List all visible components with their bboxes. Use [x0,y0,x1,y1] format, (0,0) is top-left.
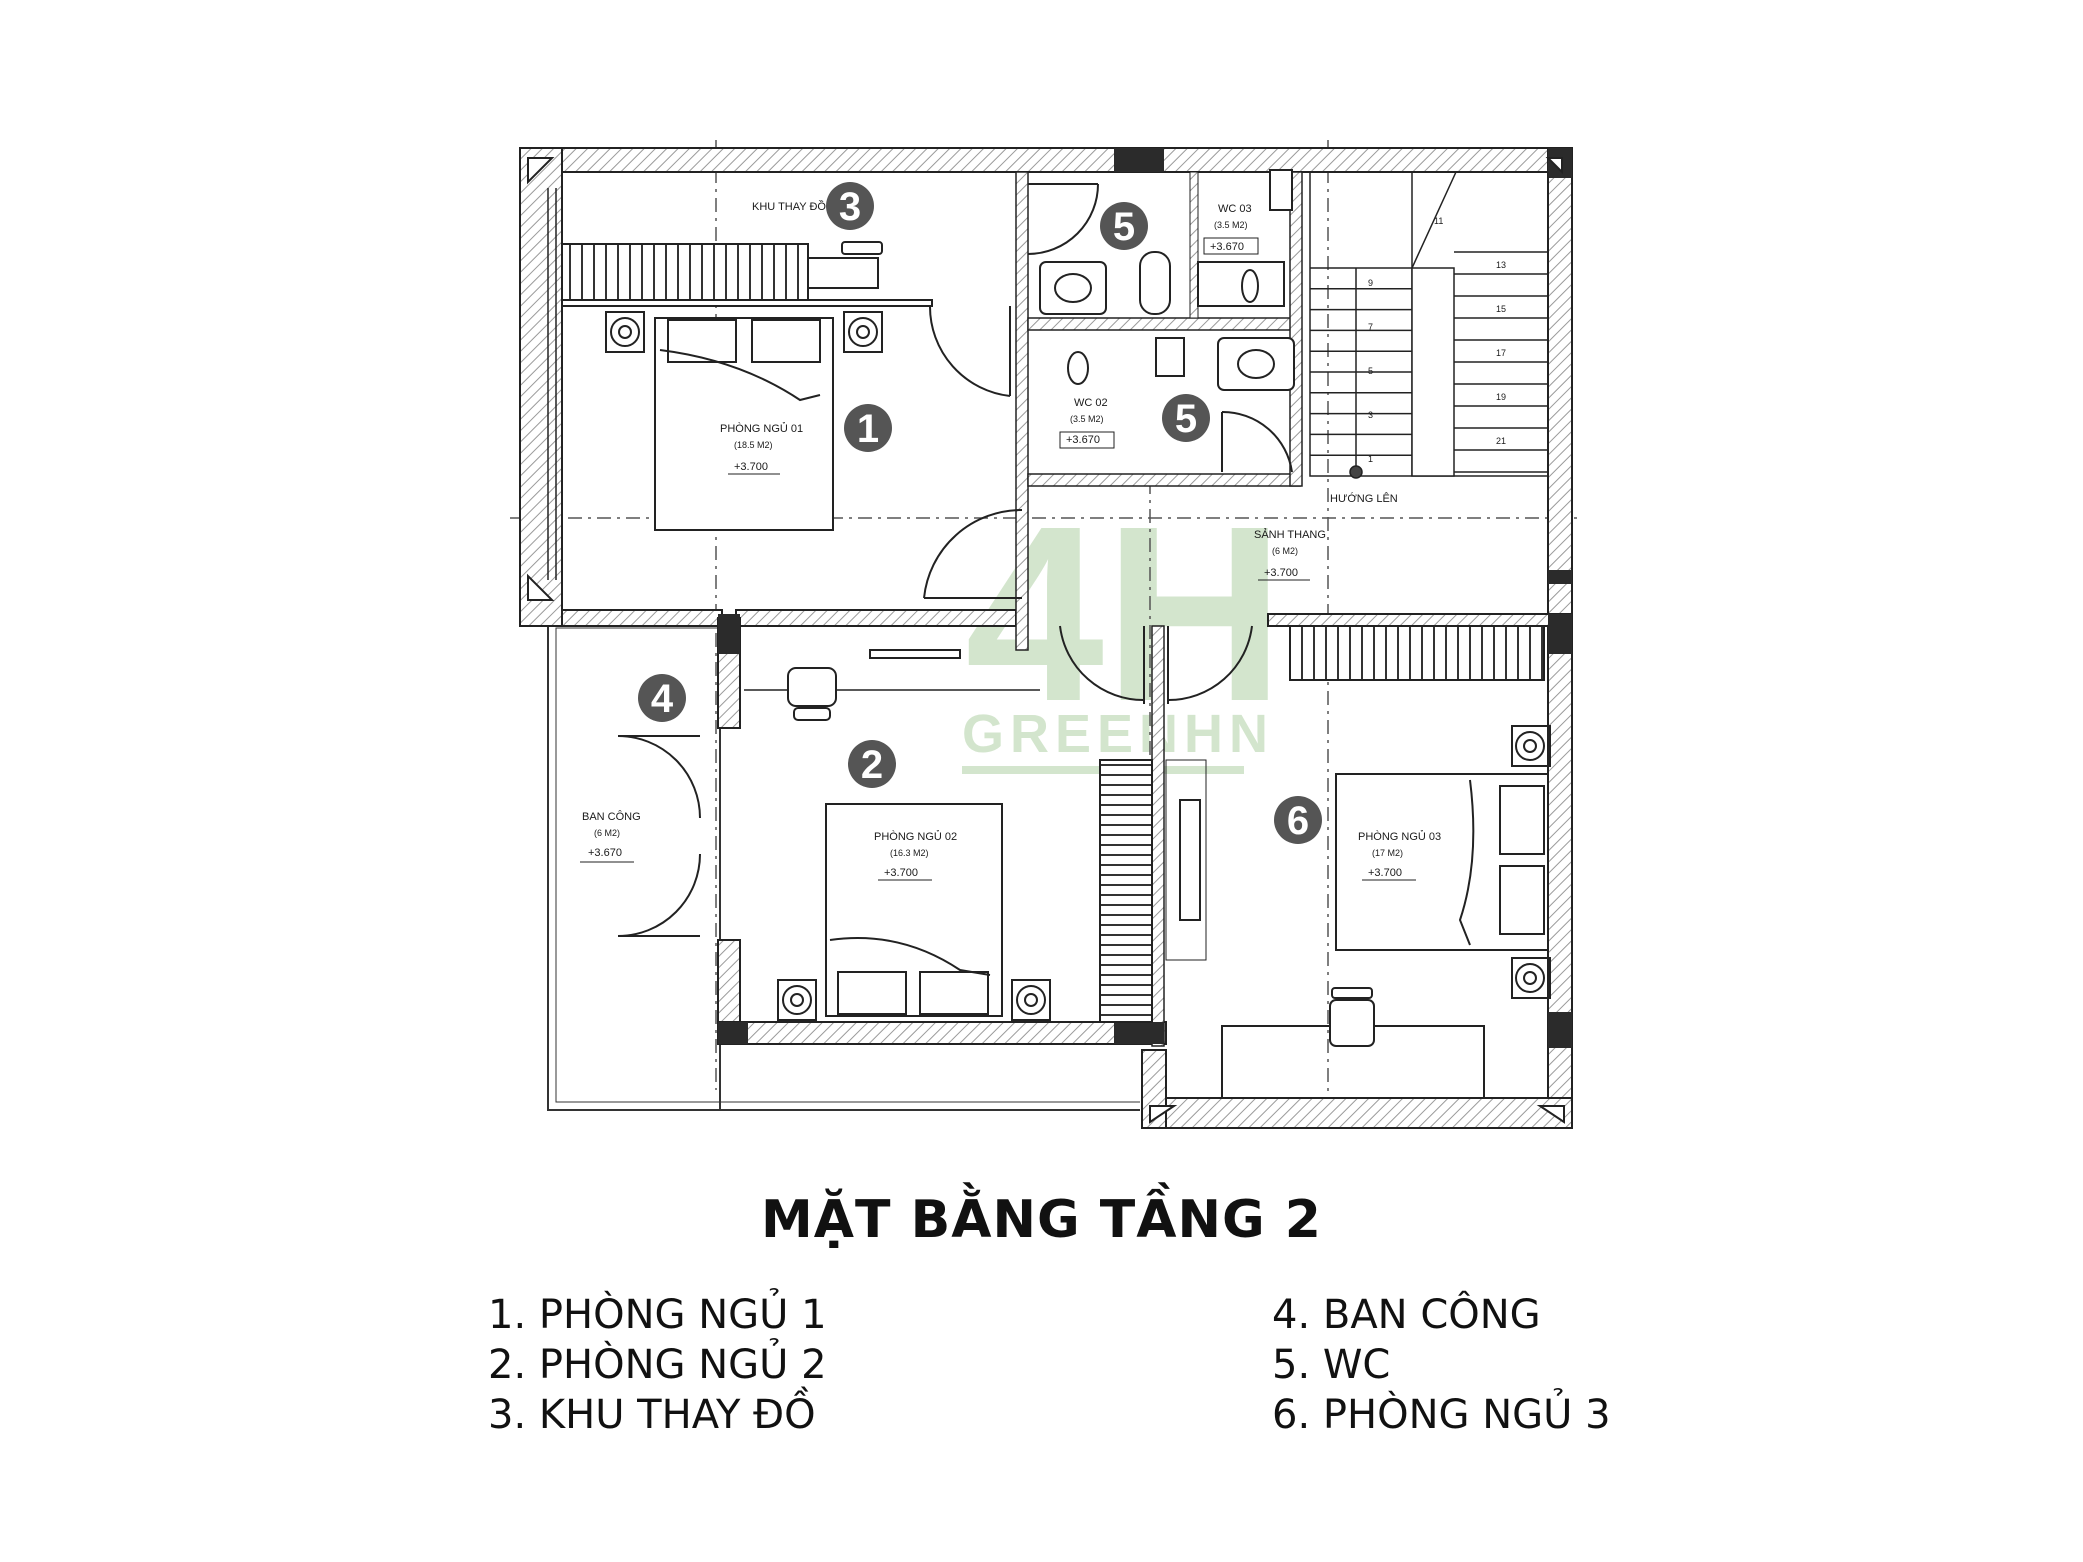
stair-step-label: 9 [1368,278,1373,288]
svg-text:+3.700: +3.700 [884,867,918,879]
stair-step-label: 15 [1496,304,1506,314]
legend-item: 1. PHÒNG NGỦ 1 [488,1292,827,1338]
room-label-bancong: BAN CÔNG (6 M2) +3.670 [580,810,641,863]
svg-text:(3.5 M2): (3.5 M2) [1070,414,1104,424]
svg-text:BAN CÔNG: BAN CÔNG [582,810,641,823]
bed-2 [777,803,1051,1021]
svg-text:+3.670: +3.670 [588,847,622,859]
legend-right: 4. BAN CÔNG 5. WC 6. PHÒNG NGỦ 3 [1272,1290,1611,1440]
svg-text:1: 1 [857,407,879,451]
svg-text:+3.670: +3.670 [1066,434,1100,446]
room-label-sanh-thang: SẢNH THANG (6 M2) +3.700 [1254,528,1326,581]
window-left [547,188,557,580]
svg-text:6: 6 [1287,799,1309,843]
legend-item: 5. WC [1272,1342,1391,1388]
bedroom-2-furniture [744,649,1207,1023]
svg-text:(17 M2): (17 M2) [1372,848,1403,858]
bedroom-3-furniture [1221,625,1545,1099]
svg-text:HƯỚNG LÊN: HƯỚNG LÊN [1330,492,1398,505]
corner-marks [527,157,1565,1124]
svg-text:(18.5 M2): (18.5 M2) [734,440,773,450]
svg-text:5: 5 [1175,397,1197,441]
legend-item: 2. PHÒNG NGỦ 2 [488,1342,827,1388]
stair-step-label: 5 [1368,366,1373,376]
svg-text:(6 M2): (6 M2) [594,828,620,838]
stair-step-label: 7 [1368,322,1373,332]
svg-text:WC 03: WC 03 [1218,203,1252,215]
stair-step-label: 17 [1496,348,1506,358]
svg-text:(3.5 M2): (3.5 M2) [1214,220,1248,230]
wardrobe-rail [561,241,933,307]
svg-text:+3.700: +3.700 [734,461,768,473]
svg-text:SẢNH THANG: SẢNH THANG [1254,528,1326,541]
legend-left: 1. PHÒNG NGỦ 1 2. PHÒNG NGỦ 2 3. KHU THA… [488,1290,827,1440]
room-label-pn3: PHÒNG NGỦ 03 (17 M2) +3.700 [1358,830,1441,881]
wc-fixtures [1039,169,1295,391]
svg-text:WC 02: WC 02 [1074,397,1108,409]
balcony-outline [547,619,1140,1111]
door-swings [617,183,1293,937]
room-label-wc2: WC 02 (3.5 M2) +3.670 [1059,397,1115,449]
svg-text:5: 5 [1113,205,1135,249]
stair-step-label: 3 [1368,410,1373,420]
room-label-wc3: WC 03 (3.5 M2) +3.670 [1203,203,1259,255]
svg-text:3: 3 [839,185,861,229]
room-label-pn2: PHÒNG NGỦ 02 (16.3 M2) +3.700 [874,830,957,881]
room-label-pn1: PHÒNG NGỦ 01 (18.5 M2) +3.700 [720,422,803,475]
stair-step-label: 21 [1496,436,1506,446]
bed-3 [1335,725,1551,999]
legend-item: 3. KHU THAY ĐỒ [488,1392,816,1438]
stair-step-label: 13 [1496,260,1506,270]
svg-text:PHÒNG NGỦ 01: PHÒNG NGỦ 01 [720,422,803,435]
marker-4: 4 [638,674,686,722]
marker-5-wc2: 5 [1162,394,1210,442]
stair-direction-label: HƯỚNG LÊN [1330,492,1398,505]
marker-6: 6 [1274,796,1322,844]
marker-5-wc3: 5 [1100,202,1148,250]
svg-text:PHÒNG NGỦ 02: PHÒNG NGỦ 02 [874,830,957,843]
plan-title: MẶT BẰNG TẦNG 2 [761,1190,1322,1250]
svg-text:(16.3 M2): (16.3 M2) [890,848,929,858]
svg-text:PHÒNG NGỦ 03: PHÒNG NGỦ 03 [1358,830,1441,843]
svg-text:+3.700: +3.700 [1264,567,1298,579]
staircase [1309,171,1549,479]
svg-text:KHU THAY ĐỒ: KHU THAY ĐỒ [752,200,826,213]
stair-step-label: 11 [1434,216,1443,226]
svg-text:2: 2 [861,743,883,787]
svg-text:+3.670: +3.670 [1210,241,1244,253]
marker-2: 2 [848,740,896,788]
legend-item: 4. BAN CÔNG [1272,1292,1541,1338]
svg-text:(6 M2): (6 M2) [1272,546,1298,556]
bed-1 [605,311,883,531]
marker-1: 1 [844,404,892,452]
stair-step-label: 1 [1368,454,1373,464]
stair-step-label: 19 [1496,392,1506,402]
legend-item: 6. PHÒNG NGỦ 3 [1272,1392,1611,1438]
room-label-khu-thay-do: KHU THAY ĐỒ [752,200,826,213]
svg-text:4: 4 [651,677,674,721]
marker-3: 3 [826,182,874,230]
svg-text:+3.700: +3.700 [1368,867,1402,879]
svg-text:GREENHN: GREENHN [962,704,1274,764]
